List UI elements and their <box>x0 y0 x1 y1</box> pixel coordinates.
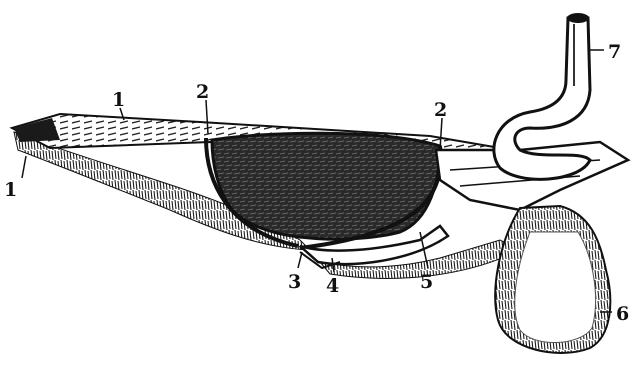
coiled-tube <box>494 13 590 179</box>
label-2-right: 2 <box>434 99 447 121</box>
label-4: 4 <box>326 275 339 297</box>
label-6: 6 <box>616 303 629 325</box>
label-7: 7 <box>608 41 621 63</box>
label-2-left: 2 <box>196 81 209 103</box>
label-5: 5 <box>420 271 433 293</box>
label-1-left: 1 <box>4 179 17 201</box>
label-3: 3 <box>288 271 301 293</box>
label-1-top: 1 <box>112 89 125 111</box>
hairy-sac <box>495 206 610 353</box>
